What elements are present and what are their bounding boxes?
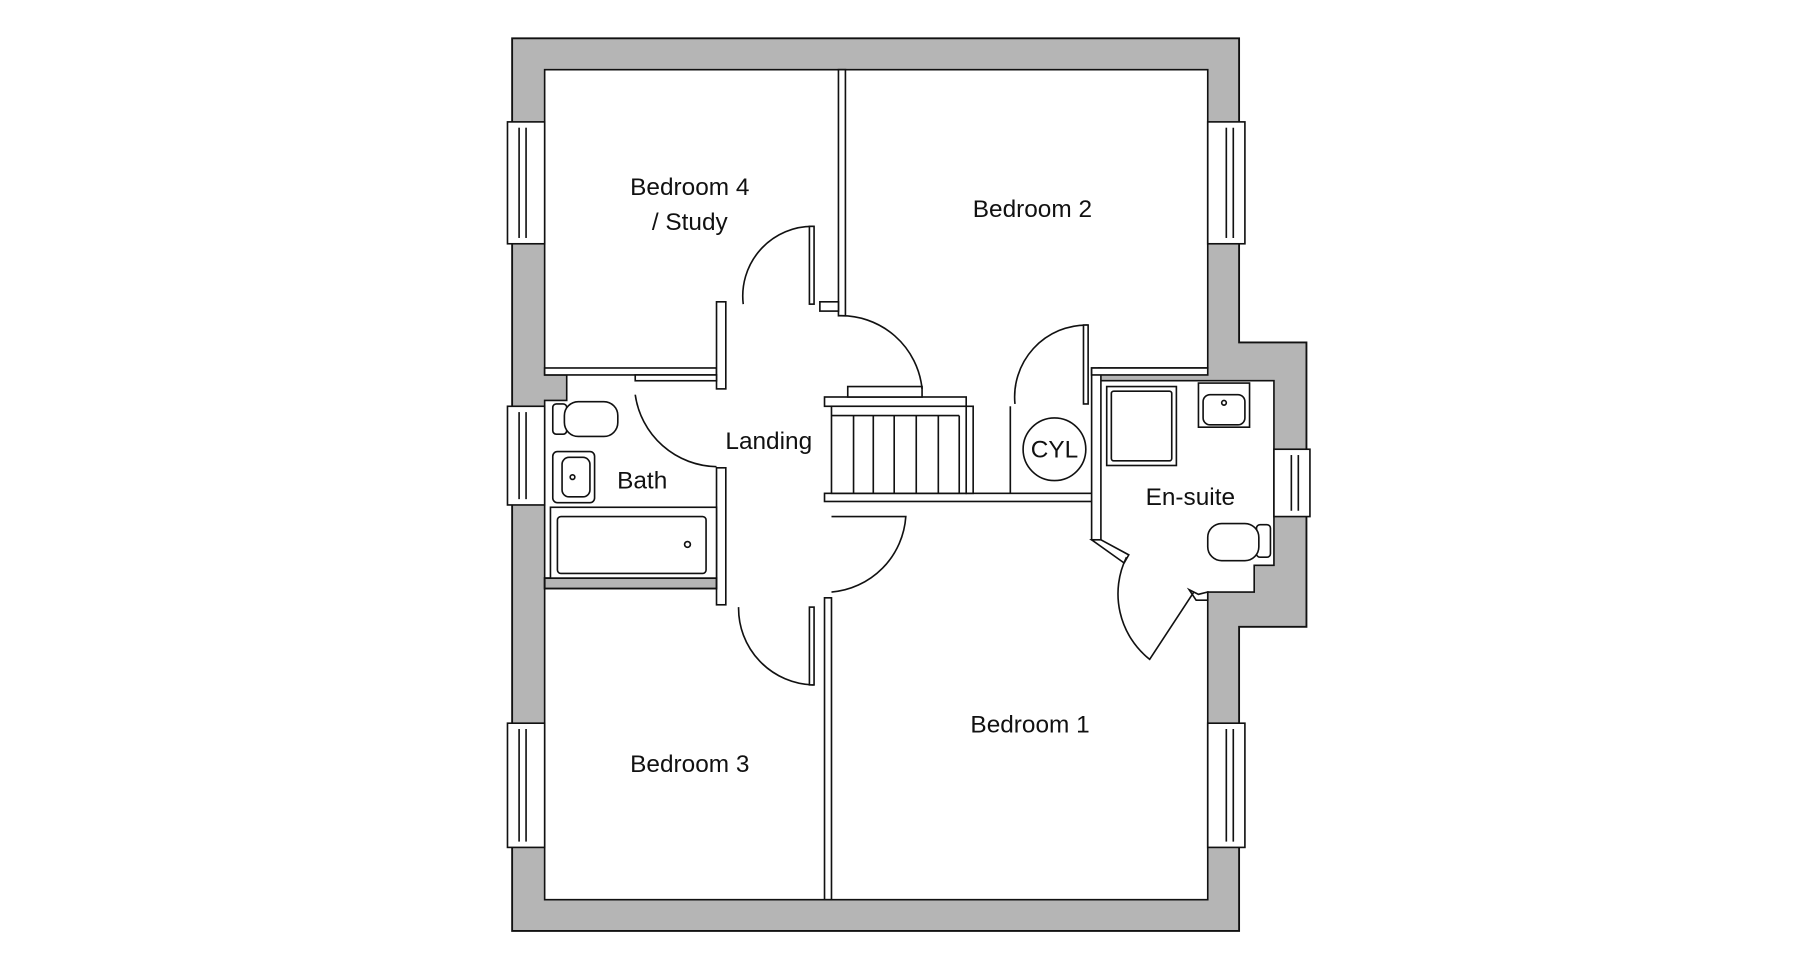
label-bedroom2: Bedroom 2 bbox=[973, 196, 1092, 223]
label-bedroom4: Bedroom 4 bbox=[630, 174, 749, 201]
doors bbox=[634, 225, 1195, 686]
label-ensuite: En-suite bbox=[1146, 484, 1235, 511]
cylinder-symbol bbox=[1022, 417, 1087, 482]
windows bbox=[506, 121, 1311, 849]
fixtures bbox=[551, 382, 1272, 575]
label-bath: Bath bbox=[617, 468, 667, 495]
label-study: / Study bbox=[652, 209, 729, 236]
label-bedroom3: Bedroom 3 bbox=[630, 751, 749, 778]
label-landing: Landing bbox=[725, 428, 812, 455]
bathtub bbox=[556, 515, 707, 575]
label-cylinder: CYL bbox=[1031, 436, 1078, 463]
staircase bbox=[830, 405, 968, 495]
label-bedroom1: Bedroom 1 bbox=[970, 711, 1089, 738]
